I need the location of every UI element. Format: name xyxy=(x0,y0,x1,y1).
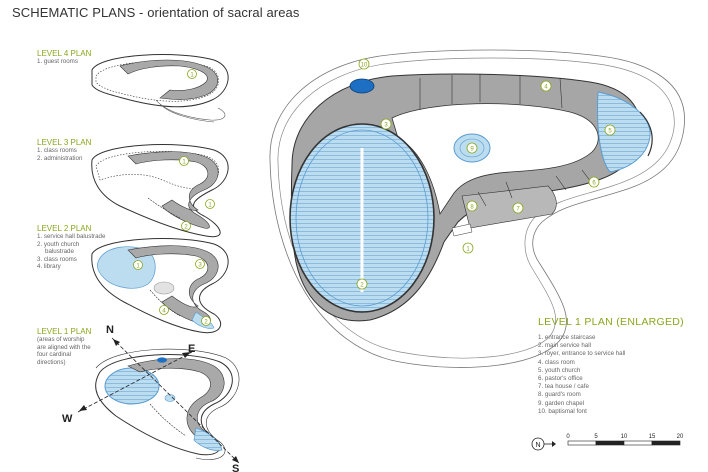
marker xyxy=(159,305,169,315)
page-title: SCHEMATIC PLANS - orientation of sacral … xyxy=(12,5,300,20)
level2-heading: LEVEL 2 PLAN xyxy=(37,224,92,233)
marker xyxy=(604,124,616,136)
marker-label: 2 xyxy=(184,225,188,231)
list-item: four cardinal xyxy=(37,351,72,359)
legend-item: 1. entrance staircase xyxy=(538,334,596,341)
marker-label: 3 xyxy=(198,263,202,269)
marker xyxy=(201,316,211,326)
compass-west-label: W xyxy=(62,413,73,425)
marker-label: 3 xyxy=(384,123,388,129)
marker-label: 4 xyxy=(544,85,548,91)
list-item: 1. class rooms xyxy=(37,147,77,154)
legend-item: 10. baptismal font xyxy=(538,407,587,415)
marker-label: 5 xyxy=(608,129,612,135)
level1-list: (areas of worship are aligned with the f… xyxy=(37,336,91,366)
scale-tick: 0 xyxy=(566,434,570,440)
marker xyxy=(358,58,370,70)
legend-item: 9. garden chapel xyxy=(538,399,585,407)
marker xyxy=(179,156,189,166)
level1-plan: N E S W xyxy=(62,324,241,472)
marker xyxy=(181,221,191,231)
marker-label: 4 xyxy=(162,309,166,315)
compass-north-label: N xyxy=(106,324,114,336)
marker xyxy=(462,242,474,254)
compass-south-label: S xyxy=(232,463,239,472)
marker xyxy=(195,259,205,269)
marker-label: 1 xyxy=(182,160,186,166)
marker-label: 8 xyxy=(470,205,474,211)
legend-item: 8. guard's room xyxy=(538,391,581,399)
enlarged-plan-heading: LEVEL 1 PLAN (ENLARGED) xyxy=(538,316,684,328)
compass-east-label: E xyxy=(188,343,195,355)
marker xyxy=(466,142,478,154)
enlarged-plan-legend: 1. entrance staircase 2. main service ha… xyxy=(538,334,625,416)
marker xyxy=(540,80,552,92)
marker xyxy=(356,278,368,290)
scale-bar: 0 5 10 15 20 xyxy=(566,434,684,446)
list-item: 1. guest rooms xyxy=(37,58,78,65)
list-item: balustrade xyxy=(45,248,74,256)
north-arrow-label: N xyxy=(535,442,540,449)
marker-label: 2 xyxy=(204,320,208,326)
marker-label: 2 xyxy=(360,283,364,289)
level3-plan: 1 1 2 xyxy=(91,144,229,238)
list-item: are aligned with the xyxy=(37,343,91,351)
marker xyxy=(380,118,392,130)
list-item: 2. youth church xyxy=(37,240,80,248)
level2-list: 1. service hall balustrade 2. youth chur… xyxy=(37,233,105,271)
enlarged-plan: 10 3 4 5 6 7 8 9 2 1 xyxy=(269,49,685,368)
marker xyxy=(512,202,524,214)
compass-we-axis xyxy=(77,351,193,413)
scale-tick: 20 xyxy=(677,434,684,440)
level4-heading: LEVEL 4 PLAN xyxy=(37,49,92,58)
level1-heading: LEVEL 1 PLAN xyxy=(37,327,92,336)
marker-label: 1 xyxy=(190,73,194,79)
list-item: 2. administration xyxy=(37,154,83,162)
marker xyxy=(205,199,215,209)
legend-item: 6. pastor's office xyxy=(538,375,583,383)
marker-label: 7 xyxy=(516,207,520,213)
marker-label: 10 xyxy=(361,63,368,69)
level3-list: 1. class rooms 2. administration xyxy=(37,147,82,162)
level4-list: 1. guest rooms xyxy=(37,58,78,66)
scale-tick: 10 xyxy=(621,434,628,440)
legend-item: 4. class room xyxy=(538,358,575,366)
marker-label: 6 xyxy=(592,181,596,187)
scale-tick: 15 xyxy=(649,434,656,440)
list-item: 1. service hall balustrade xyxy=(37,233,106,240)
marker-label: 1 xyxy=(136,264,140,270)
marker xyxy=(466,200,478,212)
scale-tick: 5 xyxy=(594,434,598,440)
list-item: directions) xyxy=(37,358,66,366)
legend-item: 7. tea house / cafe xyxy=(538,383,589,391)
north-arrow: N xyxy=(531,437,556,451)
marker xyxy=(588,176,600,188)
marker xyxy=(187,69,197,79)
list-item: 3. class rooms xyxy=(37,255,77,263)
list-item: 4. library xyxy=(37,263,61,271)
level2-plan: 1 3 4 2 xyxy=(91,238,229,334)
marker-label: 1 xyxy=(466,247,470,253)
legend-item: 2. main service hall xyxy=(538,342,591,350)
level3-heading: LEVEL 3 PLAN xyxy=(37,138,92,147)
list-item: (areas of worship xyxy=(37,336,85,343)
level4-plan: 1 xyxy=(91,54,229,123)
legend-item: 5. youth church xyxy=(538,366,581,374)
marker-label: 9 xyxy=(470,147,474,153)
legend-item: 3. foyer, entrance to service hall xyxy=(538,350,626,358)
marker-label: 1 xyxy=(208,203,212,209)
marker xyxy=(133,260,143,270)
